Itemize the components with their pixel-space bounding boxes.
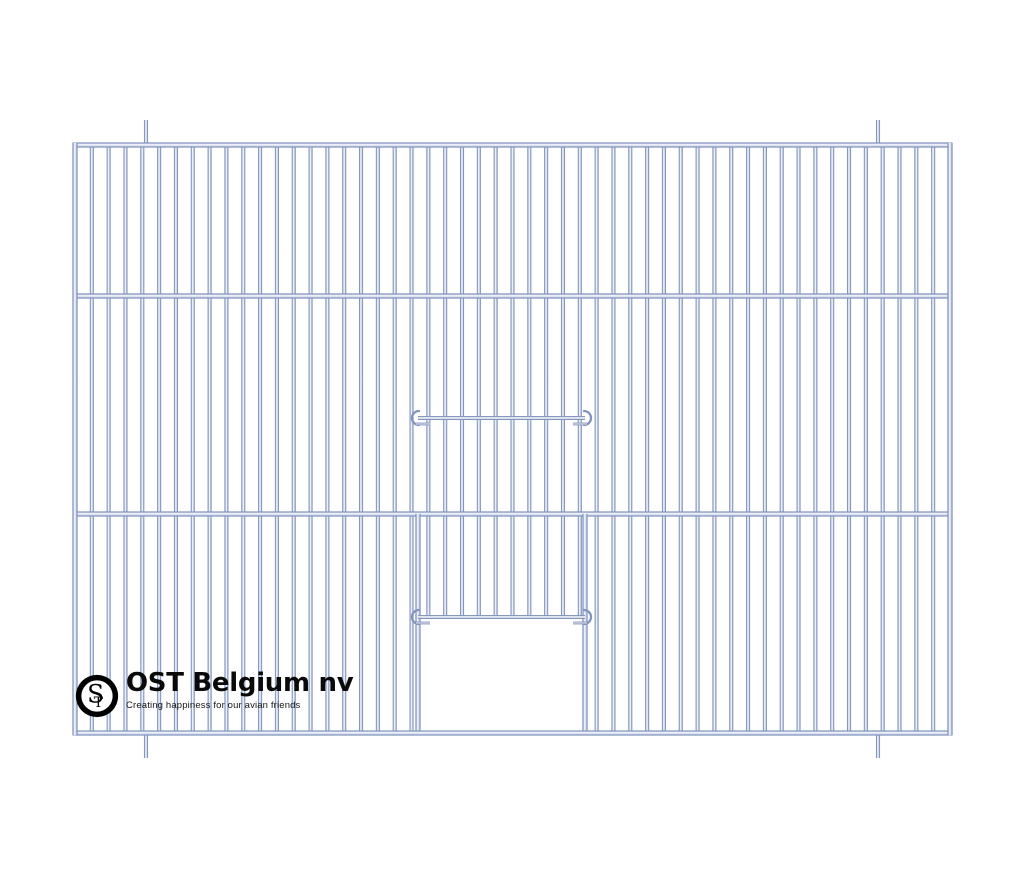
- cage-rail-2: [75, 511, 950, 517]
- cage-bar: [846, 145, 852, 733]
- mount-stub-top: [875, 120, 881, 145]
- cage-bar: [308, 145, 313, 733]
- lower-sliding-door-tail-right: [573, 621, 587, 625]
- upper-sliding-door-tail-left: [416, 422, 430, 426]
- cage-bar: [611, 145, 616, 733]
- cage-bar: [830, 145, 835, 733]
- cage-bar: [779, 145, 784, 733]
- cage-bar: [645, 145, 650, 733]
- horizontal-rails-group: [75, 293, 950, 517]
- cage-bar: [342, 145, 347, 733]
- cage-bar: [274, 145, 279, 733]
- cage-bar: [880, 145, 885, 733]
- sliding-doors-group[interactable]: [410, 409, 593, 626]
- cage-bar: [392, 145, 397, 733]
- mount-stub-bottom: [875, 733, 881, 758]
- cage-bar: [544, 145, 549, 617]
- cage-bar: [224, 145, 229, 733]
- cage-bar: [931, 145, 936, 733]
- cage-bar: [695, 145, 700, 733]
- cage-bar: [190, 145, 195, 733]
- cage-bar: [712, 145, 717, 733]
- cage-bar: [207, 145, 212, 733]
- cage-bar: [863, 145, 868, 733]
- cage-bar: [359, 145, 364, 733]
- frame-bottom-rail: [72, 730, 953, 736]
- frame-left-post: [72, 142, 78, 736]
- cage-bar: [914, 145, 919, 733]
- cage-bar: [729, 145, 734, 733]
- cage-bar: [813, 145, 818, 733]
- cage-bar: [796, 145, 801, 733]
- cage-bar: [157, 145, 162, 733]
- cage-rail-1: [75, 293, 950, 299]
- mount-stub-bottom: [143, 733, 149, 758]
- cage-bar: [173, 145, 179, 733]
- cage-bar: [897, 145, 902, 733]
- cage-bar: [443, 145, 448, 617]
- cage-bar: [476, 145, 481, 617]
- upper-sliding-door-rail: [418, 415, 585, 421]
- mount-stub-top: [143, 120, 149, 145]
- cage-bar: [594, 145, 599, 733]
- cage-bar: [106, 145, 111, 733]
- cage-bar: [375, 145, 380, 733]
- cage-bar: [527, 145, 532, 617]
- cage-bar: [678, 145, 683, 733]
- frame-top-rail: [72, 142, 953, 148]
- cage-bar: [258, 145, 263, 733]
- lower-sliding-door-tail-left: [416, 621, 430, 625]
- cage-bar: [140, 145, 145, 733]
- frame-right-post: [947, 142, 953, 736]
- cage-bar: [661, 145, 666, 733]
- cage-bar: [89, 145, 94, 733]
- cage-bar: [762, 145, 767, 733]
- cage-bar: [746, 145, 751, 733]
- cage-bar: [577, 145, 582, 617]
- cage-bar: [291, 145, 296, 733]
- cage-bar: [426, 145, 431, 617]
- cage-bar: [241, 145, 246, 733]
- cage-bar: [628, 145, 633, 733]
- cage-bar: [560, 145, 566, 617]
- cage-bar: [409, 145, 414, 733]
- vertical-bars-group: [89, 145, 936, 733]
- mounting-stubs-group: [143, 120, 881, 758]
- lower-sliding-door[interactable]: [410, 608, 593, 626]
- cage-bar: [325, 145, 330, 733]
- lower-sliding-door-rail: [418, 614, 585, 620]
- cage-bar: [123, 145, 128, 733]
- upper-sliding-door[interactable]: [410, 409, 593, 427]
- cage-bar: [510, 145, 515, 617]
- cage-bar: [459, 145, 465, 617]
- cage-bar: [493, 145, 498, 617]
- outer-frame-group: [72, 142, 953, 736]
- upper-sliding-door-tail-right: [573, 422, 587, 426]
